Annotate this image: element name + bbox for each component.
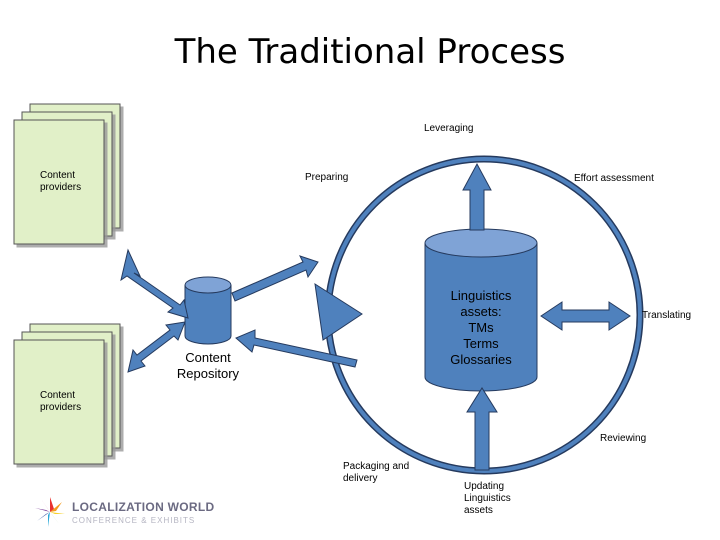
slide-title: The Traditional Process — [174, 32, 566, 72]
reviewing-label: Reviewing — [600, 433, 647, 444]
content-providers-top-label: Content providers — [40, 170, 82, 193]
updating-label: Updating Linguistics assets — [464, 481, 511, 516]
packaging-label: Packaging and delivery — [343, 461, 410, 484]
arrow-leveraging-up — [462, 162, 492, 231]
linguistics-assets-label: Linguistics assets: TMs Terms Glossaries — [450, 288, 512, 367]
arrow-repository-to-cycle — [231, 255, 319, 302]
preparing-triangle — [314, 282, 363, 341]
translating-label: Translating — [642, 310, 692, 321]
arrow-providers-top-repository — [120, 248, 189, 319]
logo-wordmark: LOCALIZATION WORLD — [72, 500, 215, 514]
content-repository-label: Content Repository — [176, 350, 240, 381]
arrow-translating — [540, 301, 631, 331]
content-providers-bottom-label: Content providers — [40, 390, 82, 413]
arrow-providers-bottom-repository — [127, 321, 186, 373]
localization-world-logo-emblem — [35, 497, 65, 527]
content-providers-top-stack — [13, 103, 121, 245]
linguistics-assets-cylinder — [424, 228, 538, 392]
leveraging-label: Leveraging — [424, 123, 474, 134]
preparing-label: Preparing — [305, 172, 349, 183]
effort-assessment-label: Effort assessment — [574, 173, 654, 184]
logo-tagline: CONFERENCE & EXHIBITS — [72, 516, 196, 525]
arrow-updating-up — [466, 387, 498, 471]
arrow-cycle-to-repository — [235, 329, 358, 368]
content-providers-bottom-stack — [13, 323, 121, 465]
content-repository-cylinder — [184, 276, 232, 345]
